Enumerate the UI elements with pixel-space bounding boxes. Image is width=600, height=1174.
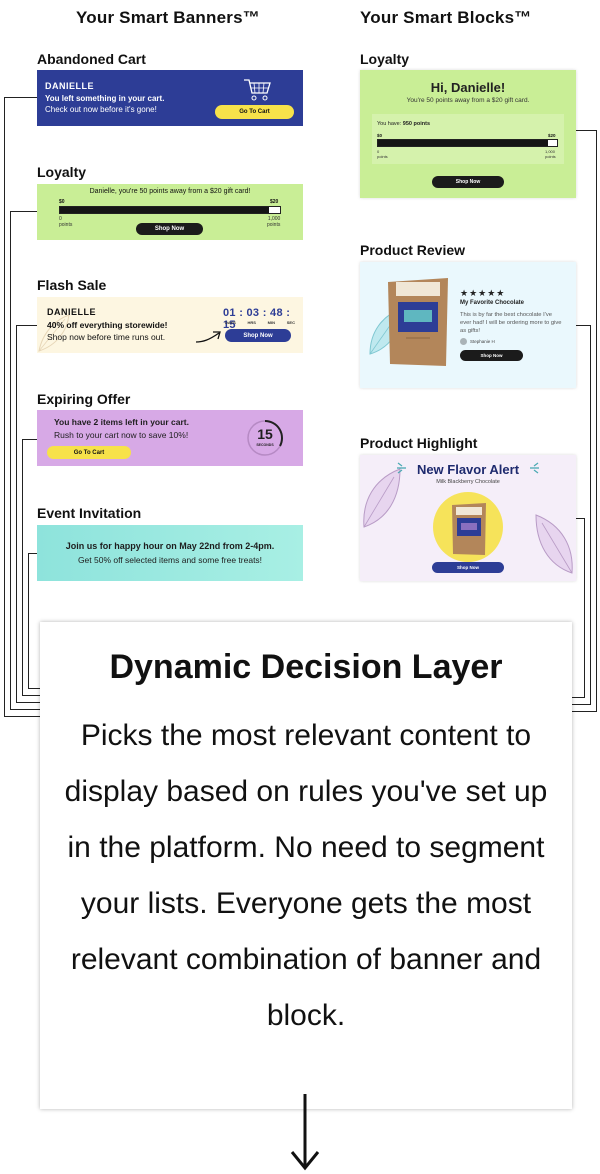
product-review-label: Product Review	[360, 242, 466, 258]
loyalty-max-value: $20	[270, 199, 279, 205]
loyalty-block[interactable]: Hi, Danielle! You're 50 points away from…	[360, 70, 576, 198]
abandoned-cart-banner[interactable]: DANIELLE You left something in your cart…	[37, 70, 303, 126]
leaf-right-icon	[535, 514, 573, 574]
review-body: This is by far the best chocolate I've e…	[460, 312, 562, 334]
decision-layer-panel: Dynamic Decision Layer Picks the most re…	[40, 622, 572, 1109]
chocolate-package-image	[452, 503, 486, 555]
banner-line2: Check out now before it's gone!	[45, 105, 157, 114]
event-invitation-banner[interactable]: Join us for happy hour on May 22nd from …	[37, 525, 303, 581]
curved-arrow-icon	[195, 331, 221, 343]
reviewer-name: Stephanie H	[470, 339, 495, 344]
decision-layer-description: Picks the most relevant content to displ…	[64, 719, 548, 1032]
expiring-line1: You have 2 items left in your cart.	[54, 417, 189, 427]
expiring-line2: Rush to your cart now to save 10%!	[54, 430, 189, 440]
banner-name: DANIELLE	[45, 81, 94, 91]
loyalty-progress-bar	[59, 206, 281, 214]
event-line1: Join us for happy hour on May 22nd from …	[65, 541, 275, 551]
event-line2: Get 50% off selected items and some free…	[77, 555, 263, 565]
expiring-offer-banner[interactable]: You have 2 items left in your cart. Rush…	[37, 410, 303, 466]
abandoned-cart-label: Abandoned Cart	[37, 51, 146, 67]
event-invitation-label: Event Invitation	[37, 505, 142, 521]
flash-sale-label: Flash Sale	[37, 277, 107, 293]
sparkle-right-icon	[530, 462, 539, 474]
countdown-unit: SECONDS	[256, 443, 274, 447]
flash-sale-banner[interactable]: DANIELLE 40% off everything storewide! S…	[37, 297, 303, 353]
loyalty-greeting: Hi, Danielle!	[430, 80, 506, 95]
points-balance: You have: 950 points	[377, 121, 430, 127]
timer-ring-icon	[247, 420, 283, 456]
loyalty-progress-fill	[60, 207, 269, 213]
shopping-cart-icon	[244, 79, 271, 101]
countdown-units: DAYS HRS MIN SEC	[225, 320, 295, 325]
arrow-down-icon	[290, 1094, 320, 1171]
banner-name: DANIELLE	[47, 307, 96, 317]
flash-line1: 40% off everything storewide!	[47, 320, 168, 330]
shop-now-button[interactable]: Shop Now	[432, 562, 504, 573]
banner-line1: You left something in your cart.	[45, 94, 165, 103]
shop-now-button[interactable]: Shop Now	[432, 176, 504, 188]
countdown-timer: 01 : 03 : 48 : 15	[223, 307, 291, 331]
star-rating: ★★★★★	[460, 288, 506, 298]
loyalty-block-label: Loyalty	[360, 51, 410, 67]
highlight-title: New Flavor Alert	[416, 462, 520, 477]
leaf-left-icon	[363, 468, 401, 528]
loyalty-progress-bar	[377, 139, 558, 147]
shop-now-button[interactable]: Shop Now	[225, 329, 291, 342]
product-review-block[interactable]: ★★★★★ My Favorite Chocolate This is by f…	[360, 262, 576, 388]
loyalty-subtitle: You're 50 points away from a $20 gift ca…	[406, 97, 530, 104]
go-to-cart-button[interactable]: Go To Cart	[215, 105, 294, 119]
shop-now-button[interactable]: Shop Now	[136, 223, 203, 235]
loyalty-progress-fill	[378, 140, 549, 146]
product-highlight-label: Product Highlight	[360, 435, 478, 451]
go-to-cart-button[interactable]: Go To Cart	[47, 446, 131, 459]
loyalty-banner-label: Loyalty	[37, 164, 87, 180]
highlight-subtitle: Milk Blackberry Chocolate	[436, 479, 500, 485]
chocolate-package-image	[388, 278, 448, 366]
loyalty-min-value: $0	[377, 133, 383, 138]
loyalty-banner[interactable]: Danielle, you're 50 points away from a $…	[37, 184, 303, 240]
flash-line2: Shop now before time runs out.	[47, 332, 166, 342]
loyalty-max-value: $20	[548, 133, 556, 138]
sparkle-left-icon	[397, 462, 406, 474]
reviewer-avatar	[460, 338, 467, 345]
loyalty-min-value: $0	[59, 199, 65, 205]
review-title: My Favorite Chocolate	[460, 300, 525, 306]
decision-layer-title: Dynamic Decision Layer	[109, 648, 503, 686]
blocks-column-title: Your Smart Blocks™	[360, 8, 532, 27]
loyalty-message: Danielle, you're 50 points away from a $…	[89, 188, 251, 195]
leaf-icon	[38, 314, 70, 352]
banners-column-title: Your Smart Banners™	[76, 8, 260, 27]
expiring-offer-label: Expiring Offer	[37, 391, 131, 407]
countdown-seconds: 15	[257, 426, 273, 442]
product-highlight-block[interactable]: New Flavor Alert Milk Blackberry Chocola…	[360, 455, 576, 581]
shop-now-button[interactable]: Shop Now	[460, 350, 523, 361]
